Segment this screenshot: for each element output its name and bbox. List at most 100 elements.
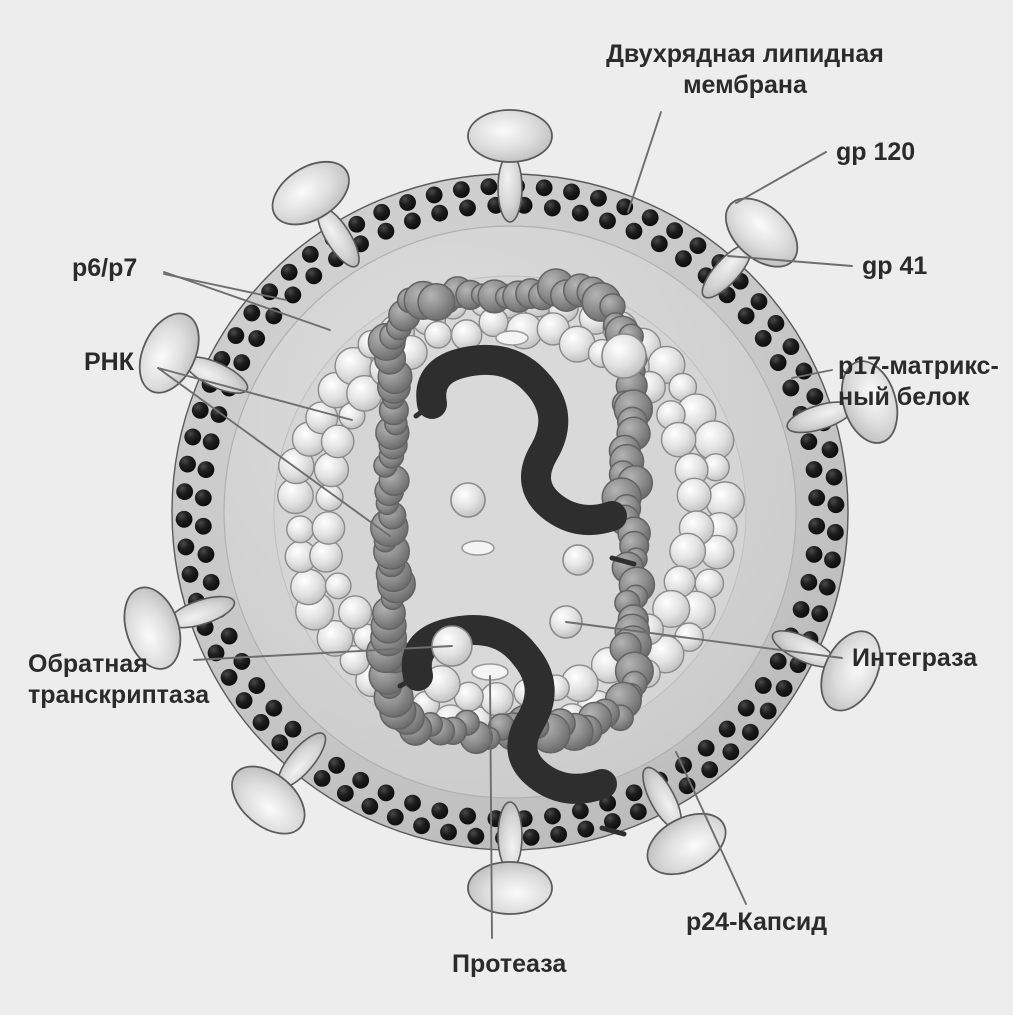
label-line: p6/p7: [72, 254, 137, 282]
envelope-spike[interactable]: [128, 304, 265, 427]
lipid-head-dot: [805, 461, 823, 478]
label-line: ный белок: [838, 383, 970, 411]
rna-tail: [599, 825, 627, 837]
leader-lines-group: [157, 111, 853, 939]
p6p7-nucleocapsid-sphere: [324, 572, 352, 600]
enzyme-sphere: [601, 333, 647, 379]
gp120-cap[interactable]: [467, 109, 553, 163]
p6p7-nucleocapsid-sphere: [320, 424, 355, 459]
lipid-head-dot: [827, 496, 845, 514]
p6p7-nucleocapsid-sphere: [676, 477, 712, 513]
gp120-cap[interactable]: [219, 753, 317, 847]
gp120-cap[interactable]: [128, 304, 211, 402]
lipid-head-dot: [825, 468, 843, 486]
p6p7-nucleocapsid-sphere: [660, 421, 697, 458]
lipid-head-dot: [769, 652, 787, 670]
lipid-head-dot: [590, 189, 607, 207]
gp120-cap[interactable]: [832, 354, 906, 450]
p6p7-nucleocapsid-sphere: [479, 681, 514, 717]
lipid-head-dot: [197, 546, 215, 563]
lipid-head-dot: [361, 797, 379, 815]
lipid-head-dot: [202, 433, 220, 451]
lipid-head-dot: [767, 315, 785, 332]
lipid-head-dot: [440, 823, 457, 841]
lipid-head-dot: [197, 461, 215, 479]
p6p7-nucleocapsid-sphere: [311, 511, 346, 545]
lipid-head-dot: [271, 734, 289, 752]
envelope-spike[interactable]: [219, 707, 355, 847]
gp120-cap[interactable]: [115, 580, 190, 676]
gp120-cap[interactable]: [637, 801, 736, 886]
gp120-cap[interactable]: [467, 861, 553, 915]
lipid-head-dot: [403, 212, 421, 230]
lipid-head-dot: [177, 538, 195, 556]
gp41-stalk[interactable]: [497, 801, 523, 871]
lipid-head-dot: [252, 714, 270, 731]
lipid-head-dot: [313, 769, 331, 787]
lipid-head-dot: [577, 820, 595, 838]
label-line: Двухрядная липидная: [606, 40, 884, 68]
envelope-spike[interactable]: [115, 562, 247, 676]
enzyme-sphere: [562, 544, 594, 576]
lipid-head-dot: [824, 551, 841, 569]
lipid-head-dot: [348, 215, 366, 233]
leader-line-reverse-transcriptase: [193, 645, 453, 661]
leader-line-integrase: [565, 621, 843, 659]
label-integrase: Интеграза: [852, 644, 978, 672]
label-line: транскриптаза: [28, 681, 210, 709]
lipid-head-dot: [792, 601, 810, 618]
lipid-head-dot: [328, 756, 345, 774]
label-p24-capsid: p24-Капсид: [686, 908, 827, 936]
lipid-head-dot: [220, 627, 238, 645]
lipid-head-dot: [754, 330, 772, 347]
gp120-cap[interactable]: [261, 149, 360, 238]
lipid-head-dot: [808, 517, 826, 535]
p6p7-nucleocapsid-sphere: [652, 589, 691, 629]
leader-line-gp41: [727, 255, 853, 267]
lipid-head-dot: [425, 186, 443, 204]
lipid-head-dot: [675, 756, 692, 774]
envelope-spike[interactable]: [775, 354, 907, 467]
lipid-head-dot: [806, 388, 824, 405]
envelope-spike[interactable]: [673, 185, 810, 324]
lipid-head-dot: [543, 199, 561, 217]
lipid-head-dot: [336, 784, 354, 802]
envelope-spike[interactable]: [467, 109, 553, 223]
lipid-head-dot: [243, 304, 261, 322]
lipid-head-dot: [480, 178, 498, 196]
lipid-head-dot: [782, 379, 800, 397]
lipid-head-dot: [522, 828, 540, 846]
label-rna: РНК: [84, 348, 135, 376]
leader-line-p17-matrix: [791, 369, 833, 379]
lipid-head-dot: [737, 307, 755, 325]
gp120-cap[interactable]: [809, 622, 892, 720]
lipid-head-dot: [650, 235, 668, 253]
lipid-head-dot: [697, 739, 715, 757]
rna-tail: [609, 555, 637, 567]
lipid-head-dot: [808, 489, 826, 507]
p6p7-nucleocapsid-sphere: [669, 532, 707, 570]
envelope-spike[interactable]: [261, 149, 392, 288]
lipid-head-dot: [301, 245, 319, 263]
envelope-spike[interactable]: [609, 748, 736, 886]
lipid-head-dot: [248, 677, 266, 694]
envelope-spike[interactable]: [467, 801, 553, 915]
leader-line-rna: [157, 367, 391, 537]
label-line: РНК: [84, 348, 135, 376]
lipid-head-dot: [305, 267, 323, 285]
envelope-spike[interactable]: [755, 596, 892, 719]
lipid-head-dot: [718, 720, 736, 738]
leader-line-rna-secondary: [157, 367, 353, 421]
rna-strand: [416, 344, 627, 536]
lipid-head-dot: [377, 222, 395, 240]
lipid-head-dot: [210, 406, 228, 423]
lipid-head-dot: [821, 441, 839, 459]
lipid-head-dot: [284, 286, 302, 304]
gp41-stalk[interactable]: [497, 153, 523, 223]
lipid-head-dot: [800, 573, 818, 591]
lipid-head-dot: [265, 699, 283, 717]
lipid-head-dot: [818, 578, 836, 596]
lipid-head-dot: [207, 644, 225, 662]
lipid-head-dot: [202, 573, 220, 591]
lipid-head-dot: [184, 428, 202, 446]
